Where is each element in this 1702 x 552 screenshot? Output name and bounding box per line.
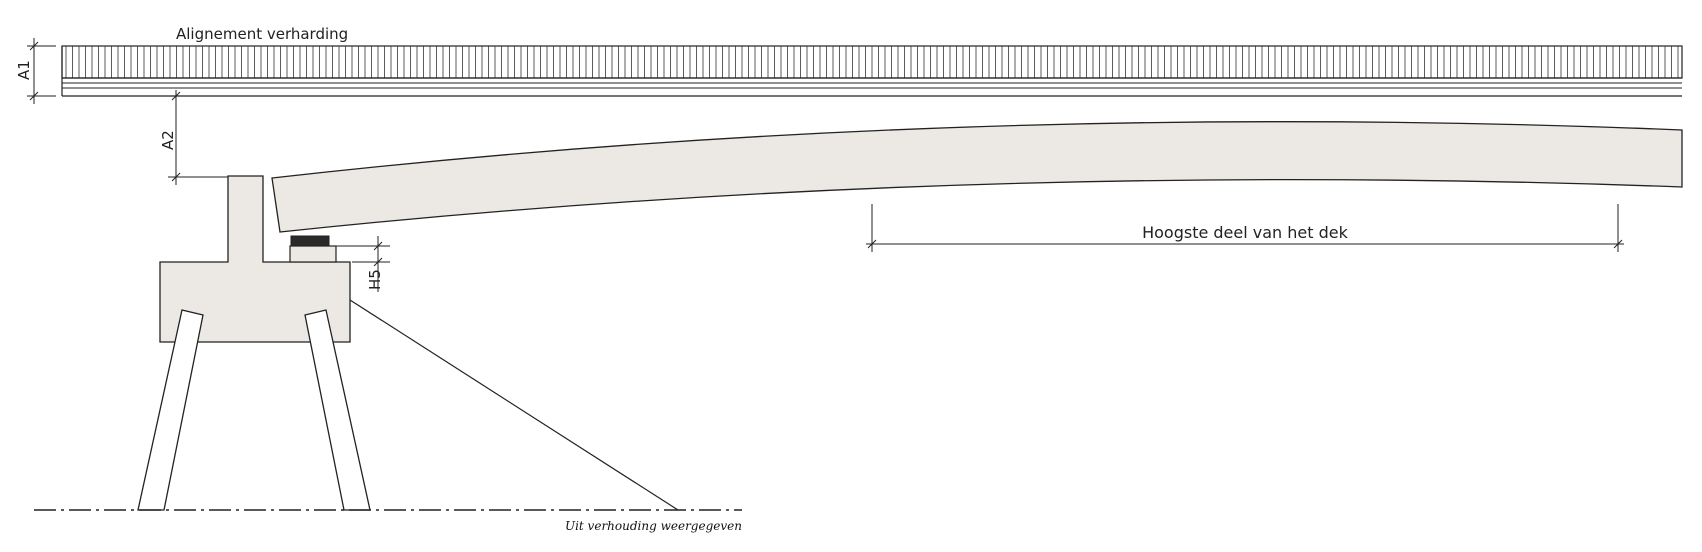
- pile-left: [137, 309, 204, 511]
- highest-deck-part-label: Hoogste deel van het dek: [1142, 223, 1349, 242]
- dimension-highest-deck: [866, 204, 1624, 252]
- pavement-hatching: [65, 46, 1679, 78]
- bearing: [289, 235, 337, 263]
- pavement-band: [61, 45, 1683, 97]
- dimension-a1-label: A1: [15, 60, 33, 80]
- dimension-a1: [27, 38, 56, 104]
- pavement-alignment-label: Alignement verharding: [176, 25, 348, 43]
- bridge-deck: [271, 121, 1683, 233]
- dimension-h5: [336, 236, 390, 292]
- abutment: [159, 175, 351, 343]
- slope-line: [349, 299, 679, 511]
- dimension-a2: [168, 90, 228, 185]
- dimension-a2-label: A2: [159, 130, 177, 150]
- dimension-h5-label: H5: [366, 269, 384, 290]
- not-to-scale-note: Uit verhouding weergegeven: [565, 519, 742, 533]
